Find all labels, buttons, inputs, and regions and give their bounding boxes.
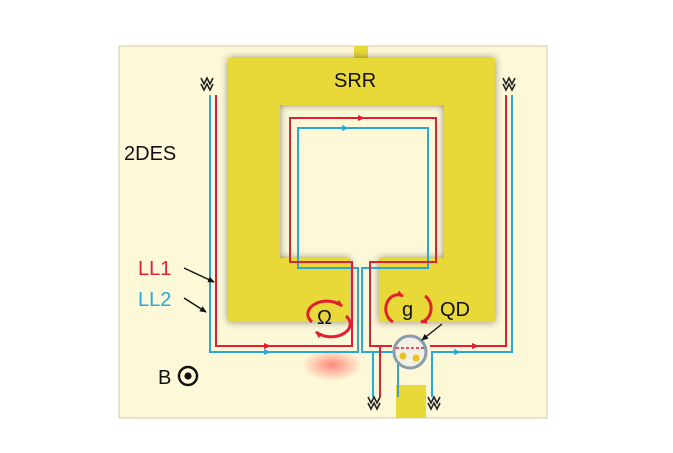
b-field-out-of-page-icon (177, 365, 199, 387)
omega-label: Ω (317, 307, 332, 329)
qd-pointer (421, 323, 443, 341)
two-des-label: 2DES (124, 143, 176, 165)
ll2-edge-channel (209, 95, 429, 397)
ohmic-contact-icon (502, 76, 516, 92)
srr-top-stub (354, 46, 368, 60)
ll1-pointer (183, 267, 215, 283)
b-field-label: B (158, 367, 171, 389)
ll1-edge-channel (215, 95, 437, 347)
ll2-pointer (183, 297, 207, 313)
ll2-edge-channel-right (431, 95, 513, 397)
ohmic-contact-icon (367, 395, 381, 411)
quantum-dot-icon (392, 334, 428, 370)
gate-electrode (396, 385, 426, 418)
rotation-arrow-icon (384, 290, 433, 324)
g-label: g (402, 299, 413, 321)
ll1-edge-channel-right (430, 95, 507, 347)
srr-ring (228, 58, 495, 322)
srr-label: SRR (334, 70, 376, 92)
rotation-arrow-icon (306, 299, 352, 339)
ohmic-contact-icon (200, 76, 214, 92)
field-glow (302, 349, 362, 381)
ll1-label: LL1 (138, 258, 171, 280)
qd-label: QD (440, 299, 470, 321)
ohmic-contact-icon (427, 395, 441, 411)
ll2-label: LL2 (138, 289, 171, 311)
